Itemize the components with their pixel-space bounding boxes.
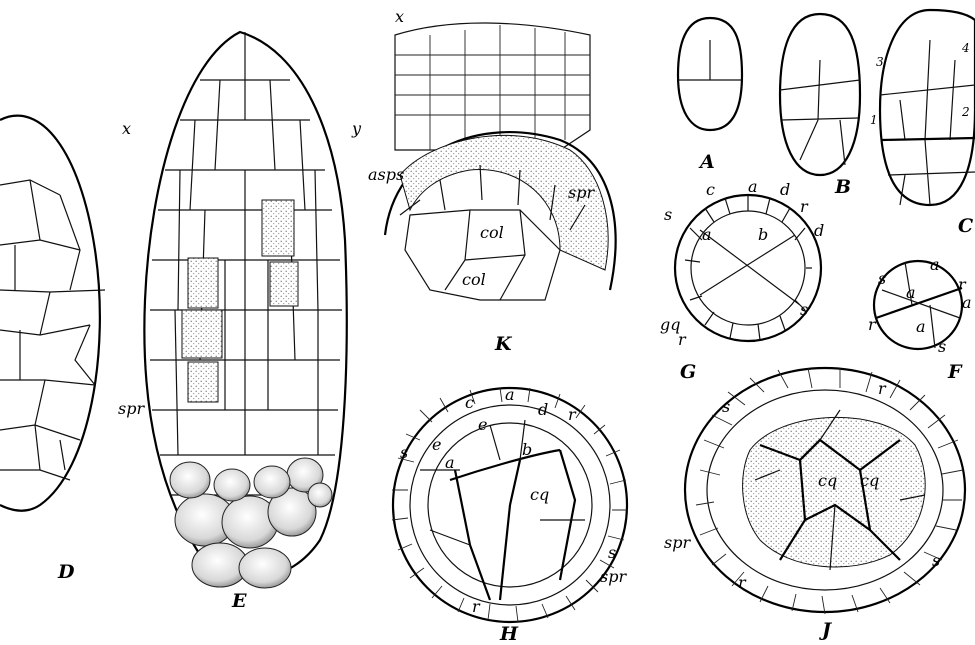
label-cq-j-2: cq <box>860 471 879 490</box>
label-col-2: col <box>462 270 486 289</box>
label-a-f-top: a <box>930 255 940 274</box>
label-a-h: a <box>445 453 455 472</box>
label-c-g: c <box>706 180 715 199</box>
label-spr-h: spr <box>600 567 627 586</box>
figure-e <box>144 32 346 588</box>
label-d-g-right: d <box>814 221 824 240</box>
figure-a <box>678 18 742 130</box>
stippled-cortex <box>400 135 608 270</box>
label-r-h-top: r <box>568 405 577 424</box>
label-a-f-right: a <box>962 293 972 312</box>
label-r-f: r <box>958 275 967 294</box>
figure-c <box>880 10 975 205</box>
label-d-g-top: d <box>780 180 790 199</box>
figure-label-j: J <box>819 619 833 641</box>
figure-label-f: F <box>947 361 963 383</box>
label-r-g-bottom: r <box>678 330 687 349</box>
label-a-f-bottom: a <box>916 317 926 336</box>
label-a-g: a <box>702 225 712 244</box>
label-d-h: d <box>538 400 548 419</box>
label-x: x <box>122 119 131 138</box>
label-cq-h: cq <box>530 485 549 504</box>
figure-d <box>0 116 105 511</box>
figure-g <box>675 195 821 341</box>
label-e-h-top: e <box>478 415 487 434</box>
label-3: 3 <box>876 55 884 69</box>
label-s-g-right: s <box>800 300 808 319</box>
figure-label-e: E <box>231 590 247 612</box>
label-r-h-bottom: r <box>472 597 481 616</box>
label-c-h: c <box>465 393 474 412</box>
figure-b <box>780 14 860 175</box>
spr-cell-block <box>188 258 218 308</box>
label-a-h-top: a <box>505 385 515 404</box>
figure-h <box>392 388 628 622</box>
label-a-g-top: a <box>748 177 758 196</box>
label-spr-e: spr <box>118 399 145 418</box>
label-s-f: s <box>878 269 886 288</box>
figure-k <box>385 23 616 300</box>
label-4: 4 <box>961 41 970 55</box>
label-b-g: b <box>758 225 768 244</box>
label-r-f-bottom: r <box>868 315 877 334</box>
label-2: 2 <box>961 105 970 119</box>
figure-label-b: B <box>834 176 851 198</box>
label-spr-j: spr <box>664 533 691 552</box>
label-r-j-bottom: r <box>738 573 747 592</box>
label-s-j: s <box>722 397 730 416</box>
label-spr-k: spr <box>568 183 595 202</box>
figure-label-k: K <box>494 333 513 355</box>
label-s-f-bottom: s <box>938 337 946 356</box>
label-cq-j-1: cq <box>818 471 837 490</box>
label-s-h-right: s <box>608 543 616 562</box>
figure-label-d: D <box>57 561 75 583</box>
label-s-h: s <box>400 443 408 462</box>
label-b-h: b <box>522 440 532 459</box>
label-y: y <box>351 119 362 138</box>
label-e-h: e <box>432 435 441 454</box>
label-1: 1 <box>870 113 878 127</box>
label-a-f-mid: a <box>906 283 916 302</box>
suspensor-cells <box>170 458 332 588</box>
label-r-g: r <box>800 197 809 216</box>
label-x-k: x <box>395 7 404 26</box>
label-s-g-left: s <box>664 205 672 224</box>
figure-label-c: C <box>958 215 973 237</box>
label-s-j-right: s <box>932 551 940 570</box>
label-col-1: col <box>480 223 504 242</box>
label-asps: asps <box>368 165 404 184</box>
label-r-j-top: r <box>878 379 887 398</box>
stippled-core <box>743 417 926 567</box>
figure-label-g: G <box>680 361 696 383</box>
figure-label-a: A <box>698 151 715 173</box>
figure-label-h: H <box>499 623 519 645</box>
